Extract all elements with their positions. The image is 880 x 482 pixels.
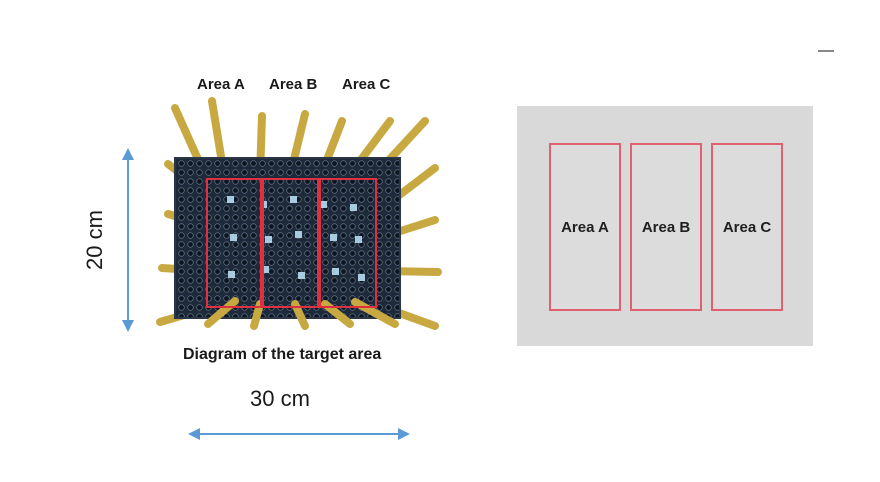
area-schematic-panel: Area A Area B Area C — [517, 106, 813, 346]
area-c-label: Area C — [342, 76, 391, 93]
minimize-dash — [818, 50, 834, 52]
schematic-area-a: Area A — [549, 143, 621, 311]
schematic-area-c: Area C — [711, 143, 783, 311]
height-label: 20 cm — [82, 210, 107, 270]
width-label: 30 cm — [250, 386, 310, 411]
schematic-area-c-label: Area C — [722, 218, 772, 236]
schematic-area-b-label: Area B — [641, 218, 691, 236]
height-arrow — [122, 148, 134, 332]
area-b-label: Area B — [269, 76, 318, 93]
diagram-caption: Diagram of the target area — [183, 346, 382, 363]
area-c-outline — [319, 178, 377, 308]
schematic-area-a-label: Area A — [561, 218, 609, 236]
area-b-outline — [262, 178, 319, 308]
schematic-area-b: Area B — [630, 143, 702, 311]
area-a-outline — [206, 178, 262, 308]
target-area-photo — [156, 97, 442, 330]
area-a-label: Area A — [197, 76, 245, 93]
area-outlines — [206, 178, 377, 308]
grid-plate — [174, 157, 401, 319]
width-arrow — [188, 428, 410, 440]
